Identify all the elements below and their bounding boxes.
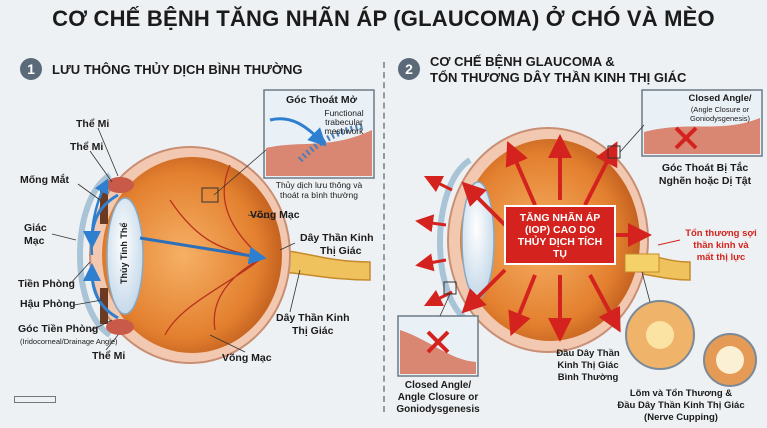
nerve-damage-1: Tổn thương sợi <box>685 228 757 239</box>
lens-1 <box>106 197 144 315</box>
normal-eye <box>51 89 375 364</box>
label-ciliary-2: Thể Mi <box>70 141 104 153</box>
section-divider <box>383 62 385 412</box>
blocked-angle-2: Nghẽn hoặc Dị Tật <box>658 175 752 187</box>
cupping-3: (Nerve Cupping) <box>644 412 718 423</box>
normal-disc-1: Đầu Dây Thần <box>556 348 620 359</box>
blocked-angle-1: Góc Thoát Bị Tắc <box>661 162 749 174</box>
label-optic-nerve-2a: Dây Thần Kinh <box>276 312 350 324</box>
closed-angle-bottom-2: Angle Closure or <box>397 392 479 403</box>
label-retina-right: Võng Mạc <box>250 209 300 221</box>
inset-caption-2: thoát ra bình thường <box>280 190 358 200</box>
label-ciliary-bottom: Thể Mi <box>92 350 126 362</box>
label-iris: Mống Mắt <box>20 174 69 186</box>
normal-disc-3: Bình Thường <box>557 372 619 383</box>
inset-meshwork-1: Functional <box>324 108 364 118</box>
main-title: CƠ CHẾ BỆNH TĂNG NHÃN ÁP (GLAUCOMA) Ở CH… <box>52 6 715 31</box>
label-lens: Thủy Tinh Thể <box>119 222 129 284</box>
closed-angle-bottom-1: Closed Angle/ <box>404 380 472 391</box>
label-ciliary-top: Thể Mi <box>76 118 110 130</box>
label-optic-nerve-2b: Thị Giác <box>292 325 334 337</box>
inset-open-angle-title: Góc Thoát Mở <box>286 94 358 106</box>
nerve-damage-2: thần kinh và <box>693 240 749 251</box>
section-2-title-line-2: TỔN THƯƠNG DÂY THẦN KINH THỊ GIÁC <box>430 70 687 85</box>
iop-warning-box: TĂNG NHÃN ÁP (IOP) CAO DO THỦY DỊCH TÍCH… <box>504 205 616 265</box>
section-1-number: 1 <box>20 58 42 80</box>
normal-disc-2: Kinh Thị Giác <box>557 360 619 371</box>
inset-caption-1: Thủy dịch lưu thông và <box>275 180 363 190</box>
cupping-1: Lõm và Tổn Thương & <box>629 388 733 399</box>
inset-meshwork-2: trabecular <box>325 117 363 127</box>
section-2-number: 2 <box>398 58 420 80</box>
iop-line-3: THỦY DỊCH TÍCH <box>517 236 603 248</box>
retina-globe-1 <box>102 157 282 353</box>
nerve-damage-3: mất thị lực <box>696 252 746 263</box>
label-cornea-2: Mạc <box>24 235 45 247</box>
section-1-title: LƯU THÔNG THỦY DỊCH BÌNH THƯỜNG <box>52 62 303 77</box>
cupping-2: Đầu Dây Thần Kinh Thị Giác <box>617 400 745 411</box>
label-drainage-angle-sub: (Iridocorneal/Drainage Angle) <box>20 337 118 346</box>
closed-angle-top-3: Goniodysgenesis) <box>689 114 751 123</box>
pressure-arrows <box>461 134 652 342</box>
inset-meshwork-3: meshwork <box>324 126 364 136</box>
closed-angle-top-2: (Angle Closure or <box>690 105 750 114</box>
iop-line-4: TỤ <box>553 248 567 260</box>
label-posterior-chamber: Hậu Phòng <box>20 298 76 310</box>
label-drainage-angle: Góc Tiền Phòng <box>18 323 99 335</box>
closed-angle-bottom-3: Goniodysgenesis <box>396 404 480 415</box>
scale-bar <box>14 396 56 403</box>
section-2-title-line-1: CƠ CHẾ BỆNH GLAUCOMA & <box>430 54 615 69</box>
label-retina-bottom: Võng Mạc <box>222 352 272 364</box>
closed-angle-top-1: Closed Angle/ <box>688 93 752 104</box>
label-optic-nerve-1b: Thị Giác <box>320 245 362 257</box>
label-optic-nerve-1a: Dây Thần Kinh <box>300 232 374 244</box>
iop-line-1: TĂNG NHÃN ÁP <box>519 212 601 224</box>
label-cornea-1: Giác <box>24 222 47 234</box>
label-anterior-chamber: Tiền Phòng <box>18 278 75 290</box>
iop-line-2: (IOP) CAO DO <box>525 224 595 236</box>
